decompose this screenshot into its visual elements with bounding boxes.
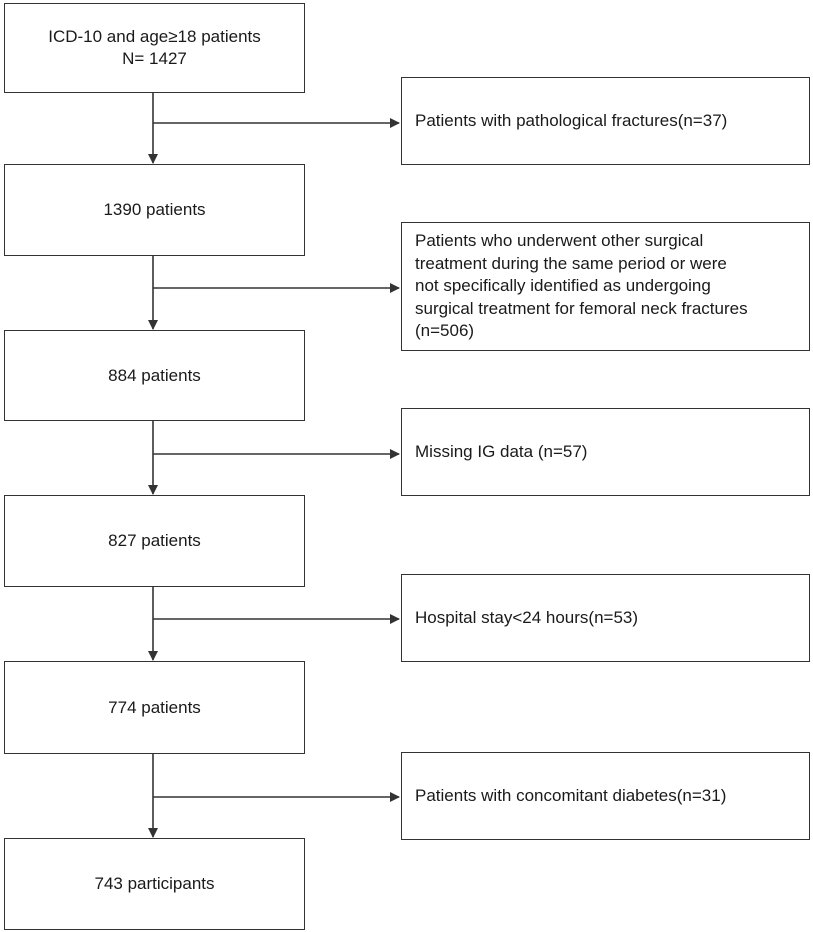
step-box-label: 774 patients <box>108 697 201 717</box>
step-box-label: 1390 patients <box>103 200 206 219</box>
start-box-line-1: ICD-10 and age≥18 patients <box>48 27 261 46</box>
step-box-label: 827 patients <box>108 531 201 550</box>
exclusion-label: Patients with pathological fractures(n=3… <box>415 111 728 130</box>
exclusion-line-2: treatment during the same period or were <box>415 253 727 273</box>
exclusion-box-missing-ig: Missing IG data (n=57) <box>401 408 810 496</box>
exclusion-line-4: surgical treatment for femoral neck frac… <box>415 298 748 318</box>
exclusion-box-pathological: Patients with pathological fractures(n=3… <box>401 77 810 165</box>
step-box-1390: 1390 patients <box>4 164 305 256</box>
start-box: ICD-10 and age≥18 patients N= 1427 <box>4 3 305 93</box>
start-box-line-2: N= 1427 <box>122 49 187 68</box>
exclusion-line-5: (n=506) <box>415 321 475 341</box>
final-box: 743 participants <box>4 838 305 930</box>
step-box-label: 884 patients <box>108 365 201 385</box>
exclusion-label: Hospital stay<24 hours(n=53) <box>415 608 639 627</box>
step-box-827: 827 patients <box>4 495 305 587</box>
exclusion-line-3: not specifically identified as undergoin… <box>415 276 711 296</box>
exclusion-box-hospital-stay: Hospital stay<24 hours(n=53) <box>401 574 810 662</box>
step-box-774: 774 patients <box>4 661 305 754</box>
final-box-label: 743 participants <box>94 874 215 893</box>
exclusion-line-1: Patients who underwent other surgical <box>415 231 704 251</box>
step-box-884: 884 patients <box>4 330 305 421</box>
exclusion-box-diabetes: Patients with concomitant diabetes(n=31) <box>401 752 810 840</box>
exclusion-label: Missing IG data (n=57) <box>415 442 588 461</box>
exclusion-label: Patients with concomitant diabetes(n=31) <box>415 786 727 805</box>
exclusion-box-other-surgery: Patients who underwent other surgical tr… <box>401 222 810 351</box>
